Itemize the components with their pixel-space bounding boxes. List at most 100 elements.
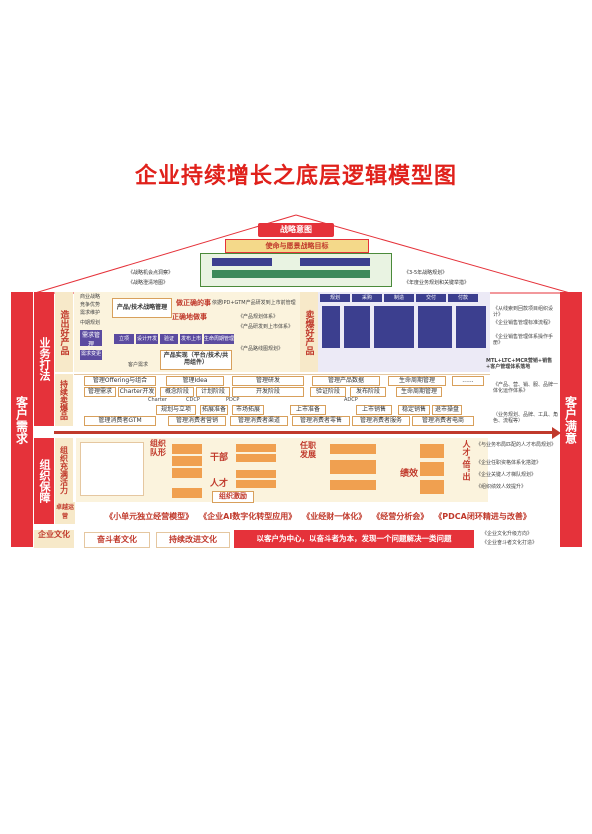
lc-row1-7: 发布阶段 — [350, 387, 386, 397]
product-stage-3: 验证 — [160, 334, 178, 344]
sell-label: 卖爆好产品 — [300, 292, 318, 372]
business-group-label: 业务打法 — [34, 292, 54, 426]
lc-row3-4: 管理消费者零售 — [292, 416, 350, 426]
sell-step-4: 交付 — [416, 294, 446, 302]
lc-row2-2: 拓展准备 — [200, 405, 228, 415]
culture-ref-1: 《企业文化升级方向》 — [482, 531, 533, 537]
product-stage-4: 发布上市 — [180, 334, 202, 344]
milestone-cdcp: CDCP — [186, 397, 200, 403]
sell-step-2: 采购 — [352, 294, 382, 302]
lc-row1-2: Charter开发 — [118, 387, 156, 397]
culture-box-2: 持续改进文化 — [156, 532, 230, 548]
lc-row1-3: 概念阶段 — [160, 387, 194, 397]
org-appoint-block-2 — [330, 460, 376, 474]
ipd-note: 依据IPD+GTM产品研发到上市前管理 — [212, 300, 296, 306]
lc-row2-1: 规划与立项 — [156, 405, 196, 415]
org-talent-block-2 — [236, 480, 276, 488]
org-right-note-4: 《组织绩效人效提升》 — [476, 484, 527, 490]
right-thing-label: 做正确的事 — [176, 299, 211, 307]
lc-header-4: 管理产品数据 — [312, 376, 380, 386]
org-perf-block-1 — [420, 444, 444, 458]
lc-row2-5: 上市销售 — [356, 405, 392, 415]
demand-mgmt-box: 需求管理 — [80, 330, 102, 348]
org-section — [76, 438, 488, 502]
org-team-label: 组织队形 — [150, 439, 166, 457]
lc-header-5: 生命周期管理 — [388, 376, 446, 386]
org-talent-label: 人才 — [210, 479, 229, 489]
roof-left-tag-1: 《战略机会点洞察》 — [128, 270, 174, 276]
lc-header-1: 管理Offering与组合 — [84, 376, 156, 386]
org-cadre-label: 干部 — [210, 453, 229, 463]
row-sell-hot: 持续卖爆品 — [55, 374, 73, 426]
customer-satisfaction-column: 客户满意 — [560, 292, 582, 547]
roof-right-tag-2: 《年度业务规划和关键举措》 — [404, 280, 470, 286]
strategy-map-bar-1 — [212, 258, 272, 266]
product-need-1: 商业战略 — [80, 294, 101, 300]
operation-item-1: 《小单元独立经营模型》 — [105, 511, 194, 521]
lc-row2-3: 市场拓展 — [232, 405, 264, 415]
operations-row: 《小单元独立经营模型》 《企业AI数字化转型应用》 《业经财一体化》 《经营分析… — [76, 508, 560, 524]
milestone-charter: Charter — [148, 397, 167, 403]
row-excellence: 卓越运营 — [55, 502, 75, 524]
org-cadre-block-2 — [236, 454, 276, 462]
do-right-label: 正确地做事 — [172, 313, 207, 321]
lc-row3-2: 管理消费者营销 — [168, 416, 226, 426]
lc-row1-6: 验证阶段 — [310, 387, 346, 397]
lc-row3-3: 管理消费者渠道 — [230, 416, 288, 426]
product-ref-1: 《产品规划体系》 — [238, 314, 279, 320]
org-group-label: 组织保障 — [34, 438, 54, 524]
lc-row1-4: 计划阶段 — [196, 387, 230, 397]
operation-item-5: 《PDCA闭环精进与改善》 — [434, 511, 531, 521]
org-team-block-4 — [172, 488, 202, 498]
org-right-note-2: 《企业任职资格体系化搭建》 — [476, 460, 542, 466]
lc-row3-5: 管理消费者服务 — [352, 416, 410, 426]
org-perf-block-3 — [420, 480, 444, 494]
mtl-note: MTL+LTC+MCR营销+销售+客户管理体系落地 — [486, 358, 553, 371]
org-perf-block-2 — [420, 462, 444, 476]
customer-need-label: 客户需求 — [128, 362, 149, 368]
product-need-2: 竞争优势 — [80, 302, 101, 308]
product-stage-2: 设计开发 — [136, 334, 158, 344]
strategy-intent-label: 战略意图 — [258, 223, 334, 237]
org-performance-label: 绩效 — [400, 469, 419, 479]
milestone-adcp: ADCP — [344, 397, 358, 403]
operation-item-3: 《业经财一体化》 — [302, 511, 367, 521]
product-ref-3: 《产品路线图规划》 — [238, 346, 284, 352]
product-tech-box: 产品/技术战略管理 — [112, 298, 172, 318]
lc-row1-5: 开发阶段 — [232, 387, 304, 397]
lc-row3-1: 管理消费者GTM — [84, 416, 156, 426]
lc-row2-4: 上市准备 — [290, 405, 326, 415]
org-left-note — [80, 442, 144, 496]
sell-process-block-4 — [418, 306, 452, 348]
row-org-vitality: 组织充满活力 — [55, 438, 73, 502]
lc-right-note-1: 《产品、营、销、服、品牌一体化运作体系》 — [493, 382, 559, 395]
sell-step-5: 付款 — [448, 294, 478, 302]
operation-item-2: 《企业AI数字化转型应用》 — [199, 511, 297, 521]
org-appoint-block-1 — [330, 444, 376, 454]
mission-banner: 使命与愿景战略目标 — [225, 239, 369, 253]
main-arrow-head — [552, 427, 561, 439]
page-title: 企业持续增长之底层逻辑模型图 — [134, 164, 457, 189]
sell-step-3: 制造 — [384, 294, 414, 302]
culture-box-1: 奋斗者文化 — [84, 532, 150, 548]
sell-step-1: 规划 — [320, 294, 350, 302]
sell-ref-1: 《从线索到回款项目组织设计》 — [493, 306, 554, 319]
lc-row1-8: 生命周期管理 — [396, 387, 442, 397]
sell-process-block-1 — [322, 306, 340, 348]
product-need-3: 需求维护 — [80, 310, 101, 316]
culture-ref-2: 《企业奋斗者文化打造》 — [482, 540, 538, 546]
org-cadre-block-1 — [236, 444, 276, 452]
culture-slogan: 以客户为中心，以奋斗者为本，发现一个问题解决一类问题 — [234, 530, 474, 548]
lc-header-3: 管理研发 — [232, 376, 304, 386]
org-right-note-3: 《企业关键人才梯队规划》 — [476, 472, 537, 478]
product-ref-2: 《产品研发到上市体系》 — [238, 324, 294, 330]
lc-row1-1: 管理需求 — [84, 387, 116, 397]
product-impl-box: 产品实现（平台/技术/共用组件） — [160, 350, 232, 370]
strategy-map-bar-3 — [212, 270, 370, 278]
mission-label: 使命与愿景战略目标 — [265, 242, 329, 250]
org-right-note-1: 《与业务布局匹配的人才布局规划》 — [476, 442, 557, 448]
lc-row2-7: 退市操盘 — [432, 405, 462, 415]
main-arrow-line — [54, 431, 554, 434]
lc-right-note-2: （业务规划、品牌、工具、角色、流程等） — [493, 412, 559, 425]
org-appoint-block-3 — [330, 480, 376, 490]
